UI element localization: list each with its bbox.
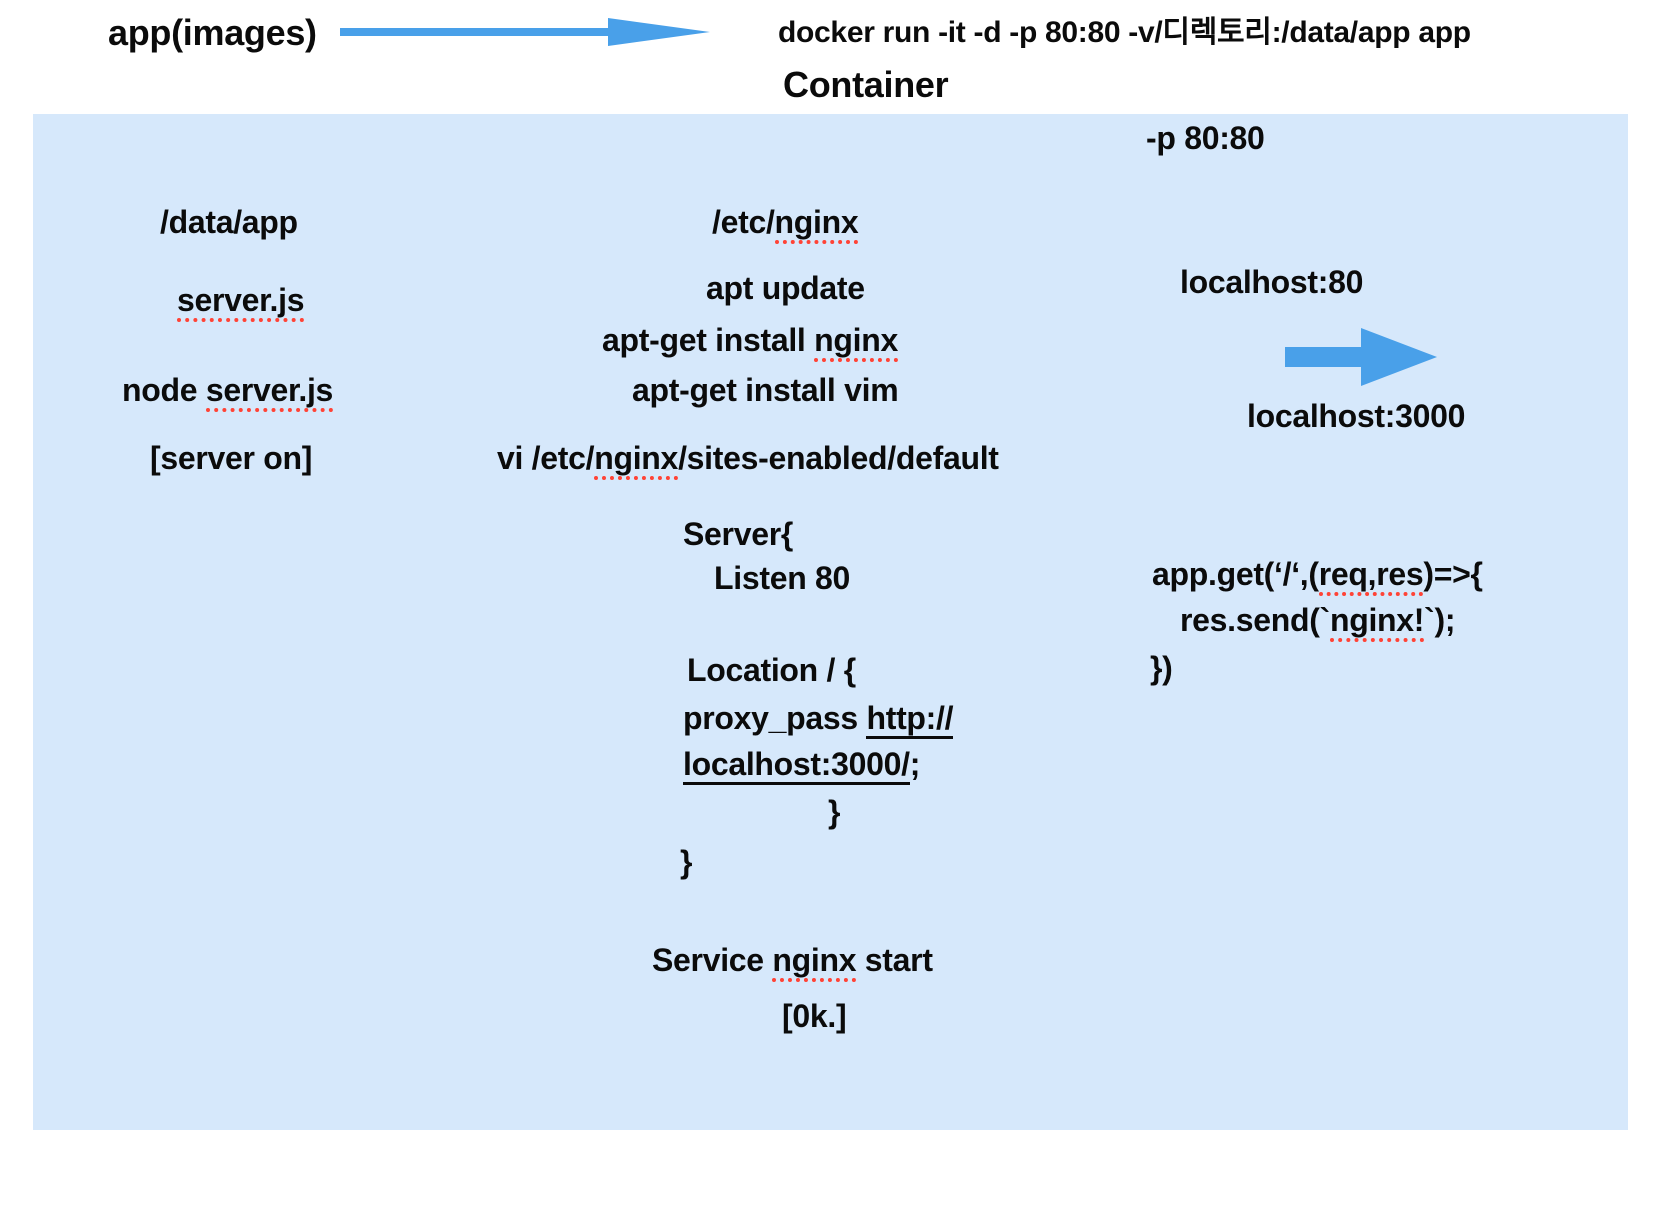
port-mapping-label: -p 80:80 — [1146, 120, 1265, 156]
app-get-prefix: app.get(‘/‘,( — [1152, 556, 1319, 592]
conf-location-open: Location / { — [687, 652, 856, 688]
data-app-path: /data/app — [160, 204, 298, 240]
container-label: Container — [783, 64, 949, 105]
server-js-text: server.js — [177, 282, 305, 322]
conf-close-outer: } — [680, 844, 693, 880]
proxy-pass-keyword: proxy_pass — [683, 700, 867, 736]
vi-command-prefix: vi /etc/ — [497, 440, 595, 476]
vi-command: vi /etc/nginx/sites-enabled/default — [497, 440, 999, 480]
server-on-status: [server on] — [150, 440, 313, 476]
apt-install-nginx-word: nginx — [814, 322, 898, 362]
vi-command-nginx-word: nginx — [594, 440, 678, 480]
proxy-arrow-icon — [1285, 328, 1437, 386]
express-code-line-2: res.send(`nginx!`); — [1180, 602, 1456, 642]
localhost-80-label: localhost:80 — [1180, 264, 1364, 300]
proxy-url-host: localhost:3000/ — [683, 746, 910, 785]
service-suffix: start — [856, 942, 933, 978]
service-nginx-command: Service nginx start — [652, 942, 933, 982]
conf-proxy-line-1: proxy_pass http:// — [683, 700, 954, 739]
etc-path-prefix: /etc/ — [712, 204, 775, 240]
run-arrow-icon — [340, 18, 710, 46]
node-command: node server.js — [122, 372, 333, 412]
service-prefix: Service — [652, 942, 773, 978]
localhost-3000-label: localhost:3000 — [1247, 398, 1466, 434]
express-code-line-1: app.get(‘/‘,(req,res)=>{ — [1152, 556, 1483, 596]
conf-close-inner: } — [828, 794, 841, 830]
node-command-file: server.js — [205, 372, 333, 412]
req-res-words: req,res — [1318, 556, 1424, 596]
vi-command-suffix: /sites-enabled/default — [678, 440, 999, 476]
app-images-label: app(images) — [108, 12, 317, 53]
res-send-prefix: res.send(` — [1180, 602, 1330, 638]
proxy-semicolon: ; — [909, 746, 921, 782]
res-send-nginx-word: nginx! — [1329, 602, 1424, 642]
apt-install-prefix: apt-get install — [602, 322, 815, 358]
express-code-line-3: }) — [1150, 650, 1173, 686]
etc-nginx-path: /etc/nginx — [712, 204, 859, 244]
server-js-file: server.js — [177, 282, 305, 322]
ok-status: [0k.] — [782, 998, 847, 1034]
conf-listen-line: Listen 80 — [714, 560, 851, 596]
conf-proxy-line-2: localhost:3000/; — [683, 746, 921, 785]
apt-update-command: apt update — [706, 270, 865, 306]
docker-run-command: docker run -it -d -p 80:80 -v/디렉토리:/data… — [778, 16, 1471, 49]
app-get-suffix: )=>{ — [1423, 556, 1483, 592]
apt-install-vim-command: apt-get install vim — [632, 372, 899, 408]
node-command-prefix: node — [122, 372, 206, 408]
etc-path-nginx-word: nginx — [774, 204, 859, 244]
conf-server-open: Server{ — [683, 516, 793, 552]
container-box — [33, 114, 1628, 1130]
proxy-url-http: http:// — [866, 700, 954, 739]
service-nginx-word: nginx — [772, 942, 857, 982]
apt-install-nginx-command: apt-get install nginx — [602, 322, 898, 362]
res-send-suffix: `); — [1424, 602, 1456, 638]
